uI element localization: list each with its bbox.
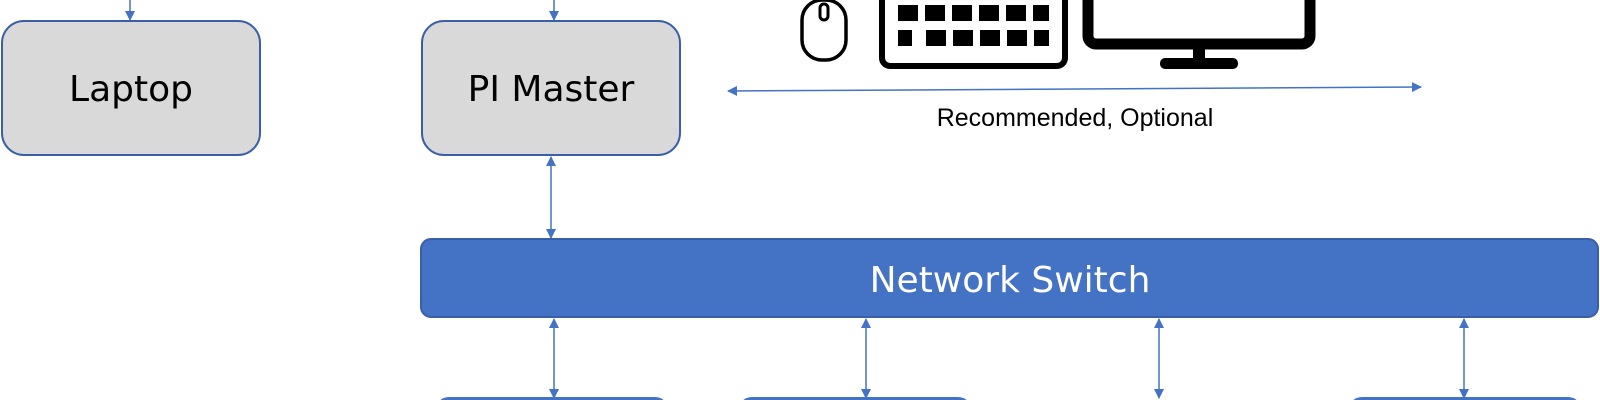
laptop-label: Laptop: [69, 69, 193, 110]
keyboard-icon: [879, 0, 1068, 69]
monitor-icon: [1082, 0, 1316, 69]
network-switch-node: Network Switch: [420, 238, 1599, 318]
mouse-icon: [800, 0, 848, 62]
laptop-node: Laptop: [1, 20, 261, 156]
network-switch-label: Network Switch: [870, 260, 1151, 301]
peripherals-caption: Recommended, Optional: [937, 104, 1214, 132]
pi-master-node: PI Master: [421, 20, 681, 156]
network-switch-bar: [420, 238, 1599, 318]
pi-master-box: [421, 20, 681, 156]
worker-node-2: [743, 397, 967, 400]
worker-node-3: [1353, 397, 1577, 400]
peripherals-connector: [727, 82, 1422, 96]
pi-master-label: PI Master: [468, 69, 635, 110]
laptop-box: [1, 20, 261, 156]
worker-node-1: [440, 397, 664, 400]
